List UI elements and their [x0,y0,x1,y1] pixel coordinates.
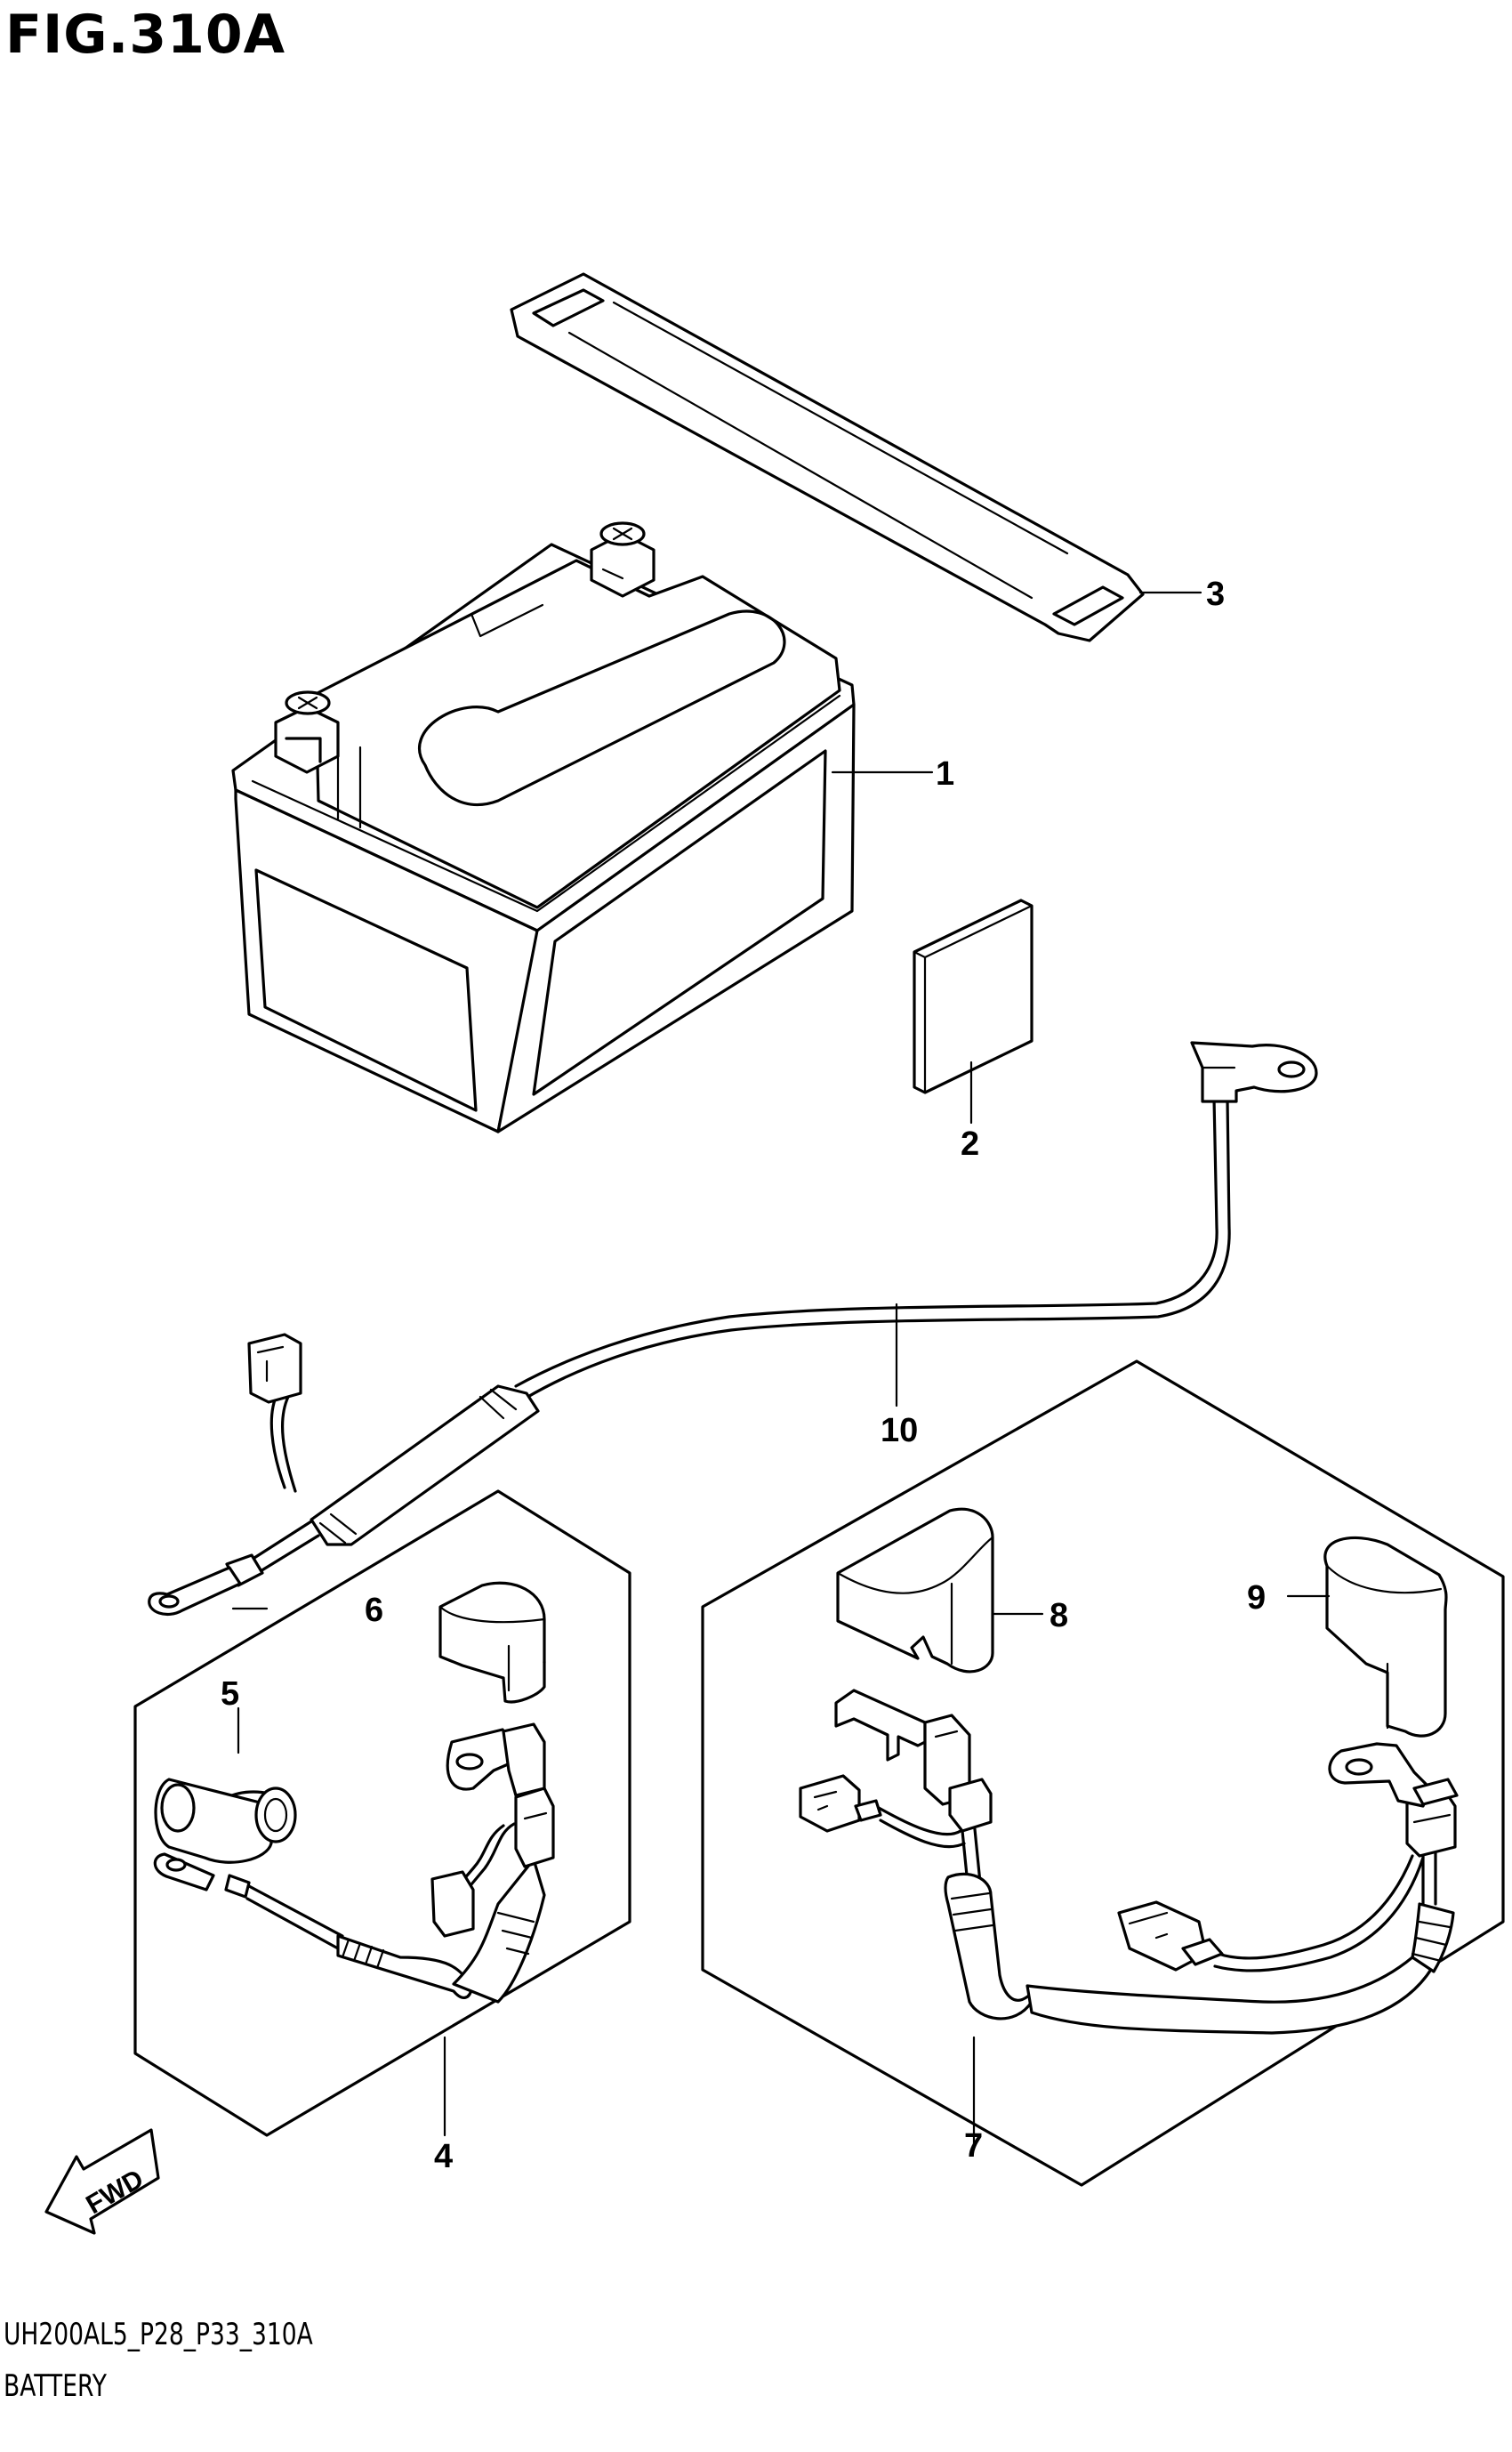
cable-assembly-part-7[interactable] [799,1689,1459,2035]
battery-wire-harness[interactable] [148,1041,1318,1616]
battery[interactable] [231,521,856,1133]
callout-4: 4 [434,2138,453,2175]
terminal-cover-part-8[interactable] [836,1507,994,1674]
callout-5: 5 [221,1675,239,1713]
callout-3: 3 [1206,576,1225,613]
kit-frame-part-7 [701,1359,1505,2187]
fwd-arrow-icon: FWD [44,2128,160,2235]
section-name: BATTERY [4,2368,107,2404]
terminal-boot-part-5[interactable] [154,1778,297,1864]
leader-lines [231,591,1331,1754]
figure-title: FIG.310A [5,4,286,66]
callout-7: 7 [964,2127,983,2165]
callout-6: 6 [365,1592,383,1629]
battery-label-pad[interactable] [913,899,1033,1094]
callout-8: 8 [1050,1597,1068,1634]
kit-frame-part-4 [133,1489,631,2137]
drawing-code: UH200AL5_P28_P33_310A [4,2317,313,2352]
callout-2: 2 [961,1125,979,1163]
callout-1: 1 [936,755,954,793]
battery-strap[interactable] [510,272,1145,642]
callouts: 3 1 2 10 6 5 8 9 4 7 [221,576,1266,2175]
callout-10: 10 [881,1412,918,1449]
callout-9: 9 [1247,1579,1266,1617]
cable-assembly-part-4[interactable] [153,1722,555,2004]
terminal-cover-part-9[interactable] [1323,1536,1448,1738]
terminal-cover-part-6[interactable] [438,1581,546,1704]
